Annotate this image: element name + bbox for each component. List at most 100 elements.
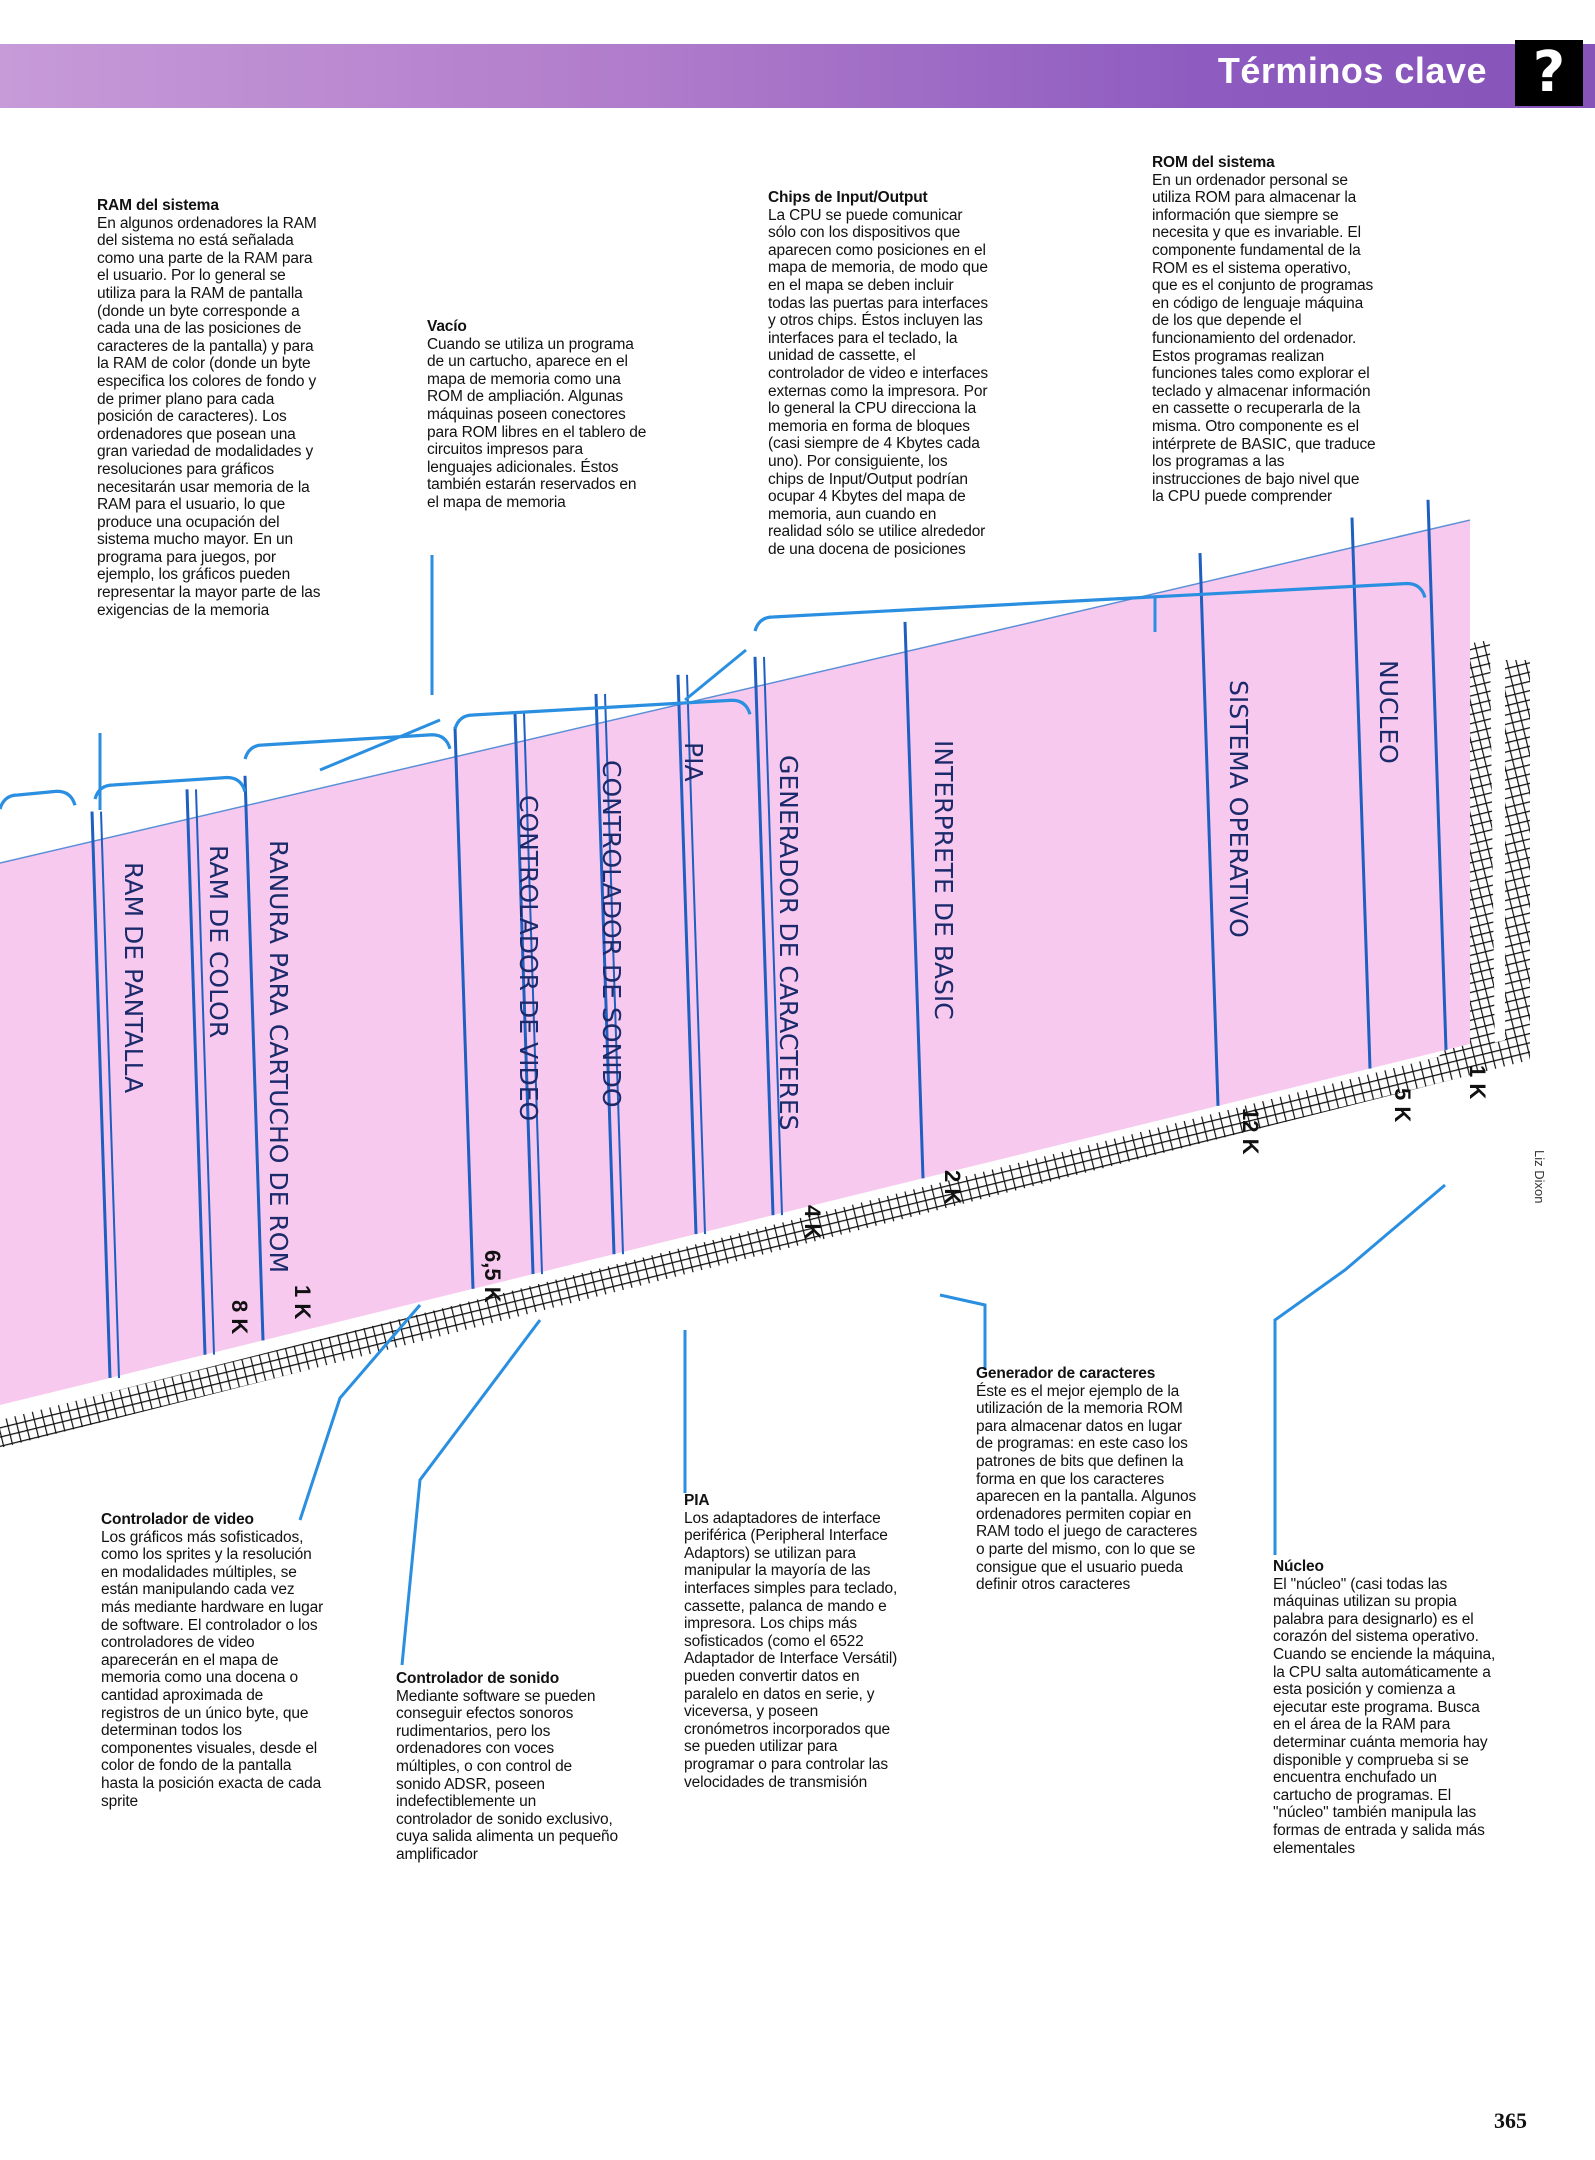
annotation-line: en código de lenguaje máquina	[1152, 294, 1364, 312]
annotation-line: Los gráficos más sofisticados,	[101, 1528, 304, 1546]
annotation-title: Controlador de sonido	[396, 1670, 560, 1687]
annotation-line: Adaptador de Interface Versátil)	[684, 1650, 898, 1668]
annotation-line: la CPU salta automáticamente a	[1273, 1663, 1491, 1681]
question-mark-icon: ?	[1515, 40, 1583, 106]
segment-divider	[1426, 499, 1448, 1050]
annotation-title: Chips de Input/Output	[768, 189, 928, 206]
bracket-line	[243, 733, 452, 760]
annotation-line: viceversa, y poseen	[684, 1703, 819, 1721]
annotation-line: sofisticados (como el 6522	[684, 1632, 864, 1650]
annotation-line: aparecen en la pantalla. Algunos	[976, 1488, 1197, 1506]
annotation-line: interfaces simples para teclado,	[684, 1579, 898, 1597]
annotation-line: forma en que los caracteres	[976, 1470, 1165, 1488]
annotation-line: Cuando se enciende la máquina,	[1273, 1645, 1496, 1663]
annotation-line: pueden convertir datos en	[684, 1667, 860, 1685]
segment-size-label: 1 K	[290, 1285, 315, 1319]
segment-divider	[1198, 552, 1220, 1106]
bracket-line	[453, 698, 752, 730]
annotation-line: Estos programas realizan	[1152, 347, 1325, 365]
annotation-title: RAM del sistema	[97, 197, 219, 214]
annotation-line: del sistema no está señalada	[97, 232, 294, 250]
annotation-line: todas las puertas para interfaces	[768, 294, 988, 312]
annotation-line: mapa de memoria como una	[427, 370, 621, 388]
segment-divider	[686, 674, 706, 1235]
annotation-line: uno). Por consiguiente, los	[768, 452, 948, 470]
annotation-line: RAM todo el juego de caracteres	[976, 1523, 1198, 1541]
annotation-line: conseguir efectos sonoros	[396, 1705, 574, 1723]
segment-size-label: 2 K	[940, 1170, 965, 1204]
annotation-line: programa para juegos, por	[97, 548, 276, 566]
annotation-controlador-video: Controlador de video Los gráficos más so…	[101, 1511, 376, 1810]
annotation-line: o parte del mismo, con lo que se	[976, 1540, 1196, 1558]
bracket-line	[753, 581, 1427, 632]
segment-label: GENERADOR DE CARACTERES	[774, 755, 803, 1131]
annotation-line: cassette, palanca de mando e	[684, 1597, 887, 1615]
annotation-line: se pueden utilizar para	[684, 1738, 838, 1756]
annotation-line: componente fundamental de la	[1152, 241, 1361, 259]
annotation-line: en modalidades múltiples, se	[101, 1563, 297, 1581]
annotation-line: circuitos impresos para	[427, 441, 583, 459]
segment-divider	[604, 693, 624, 1255]
annotation-line: de software. El controlador o los	[101, 1616, 318, 1634]
annotation-controlador-sonido: Controlador de sonido Mediante software …	[396, 1670, 671, 1864]
annotation-line: El "núcleo" (casi todas las	[1273, 1575, 1448, 1593]
annotation-line: palabra para designarlo) es el	[1273, 1610, 1474, 1628]
annotation-line: más mediante hardware en lugar	[101, 1598, 324, 1616]
annotation-title: Vacío	[427, 318, 467, 335]
segment-label: RANURA PARA CARTUCHO DE ROM	[264, 840, 293, 1273]
annotation-line: como los sprites y la resolución	[101, 1546, 312, 1564]
segment-label: NUCLEO	[1374, 660, 1403, 764]
segment-label: INTERPRETE DE BASIC	[929, 740, 958, 1020]
annotation-line: para ROM libres en el tablero de	[427, 423, 647, 441]
leader-line	[1273, 1183, 1446, 1555]
segment-divider	[513, 712, 535, 1275]
annotation-line: que es el conjunto de programas	[1152, 277, 1374, 295]
annotation-line: definir otros caracteres	[976, 1576, 1131, 1594]
segment-divider	[195, 789, 215, 1355]
annotation-line: máquinas utilizan su propia	[1273, 1593, 1457, 1611]
annotation-line: memoria, aun cuando en	[768, 505, 937, 523]
annotation-line: externas como la impresora. Por	[768, 382, 988, 400]
annotation-line: misma. Otro componente es el	[1152, 417, 1359, 435]
annotation-line: sonido ADSR, poseen	[396, 1775, 545, 1793]
annotation-line: ordenadores permiten copiar en	[976, 1505, 1192, 1523]
annotation-line: corazón del sistema operativo.	[1273, 1628, 1479, 1646]
page-number: 365	[1494, 2108, 1527, 2133]
annotation-line: disponible y comprueba si se	[1273, 1751, 1469, 1769]
annotation-line: sólo con los dispositivos que	[768, 224, 961, 242]
annotation-line: sprite	[101, 1792, 139, 1810]
segment-divider	[763, 656, 783, 1216]
annotation-line: registros de un único byte, que	[101, 1704, 309, 1722]
segment-size-label: 1 K	[1465, 1065, 1490, 1099]
annotation-line: están manipulando cada vez	[101, 1581, 295, 1599]
annotation-line: para almacenar datos en lugar	[976, 1417, 1182, 1435]
annotation-line: funcionamiento del ordenador.	[1152, 329, 1357, 347]
annotation-line: componentes visuales, desde el	[101, 1739, 318, 1757]
annotation-line: esta posición y comienza a	[1273, 1681, 1456, 1699]
annotation-line: intérprete de BASIC, que traduce	[1152, 435, 1376, 453]
annotation-line: Éste es el mejor ejemplo de la	[976, 1382, 1180, 1400]
annotation-line: formas de entrada y salida más	[1273, 1821, 1485, 1839]
section-title: Términos clave	[1217, 50, 1487, 91]
bracket-line	[93, 775, 247, 800]
leader-line	[939, 1293, 987, 1370]
segment-label: CONTROLADOR DE SONIDO	[597, 760, 626, 1108]
annotation-line: funciones tales como explorar el	[1152, 365, 1370, 383]
annotation-line: ejemplo, los gráficos pueden	[97, 566, 291, 584]
annotation-body: Los gráficos más sofisticados,como los s…	[101, 1529, 376, 1811]
annotation-title: ROM del sistema	[1152, 154, 1275, 171]
annotation-line: el mapa de memoria	[427, 493, 566, 511]
annotation-line: En algunos ordenadores la RAM	[97, 214, 317, 232]
annotation-line: utilización de la memoria ROM	[976, 1400, 1183, 1418]
annotation-line: paralelo en datos en serie, y	[684, 1685, 875, 1703]
segment-label: RAM DE COLOR	[204, 845, 233, 1038]
